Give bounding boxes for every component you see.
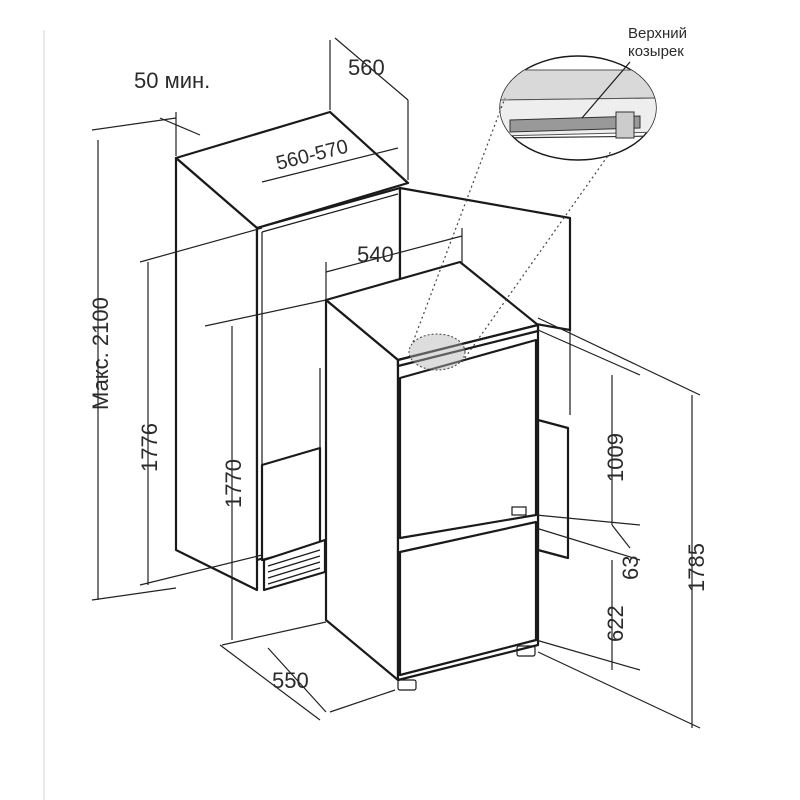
visor-detail-inset	[408, 55, 657, 371]
label-depth: 550	[272, 668, 309, 693]
label-min-gap: 50 мин.	[134, 68, 210, 93]
label-niche-height: 1776	[137, 423, 162, 472]
fridge-side-face	[324, 298, 400, 682]
label-door-gap: 63	[618, 556, 643, 580]
label-visor-line1: Верхний	[628, 25, 687, 42]
label-max-height: Макс. 2100	[88, 297, 113, 410]
label-top-depth: 560	[348, 55, 385, 80]
label-upper-door: 1009	[603, 433, 628, 482]
fridge-unit	[319, 260, 540, 691]
vent-grille	[262, 538, 327, 592]
label-lower-door: 622	[603, 605, 628, 642]
label-total-height: 1785	[684, 543, 709, 592]
detail-highlight	[408, 333, 466, 371]
label-fridge-width: 540	[357, 242, 394, 267]
visor-pointer	[581, 61, 631, 119]
door-hinge	[511, 506, 527, 516]
niche-lower-recess	[260, 446, 322, 562]
label-visor-line2: козырек	[628, 43, 684, 60]
dimension-lines	[91, 37, 701, 729]
top-visor-rail	[396, 323, 540, 368]
foot-front	[397, 679, 417, 691]
niche-side-face	[174, 156, 259, 592]
foot-back	[516, 645, 536, 657]
label-fridge-height: 1770	[221, 459, 246, 508]
furniture-door-lower	[536, 418, 570, 560]
